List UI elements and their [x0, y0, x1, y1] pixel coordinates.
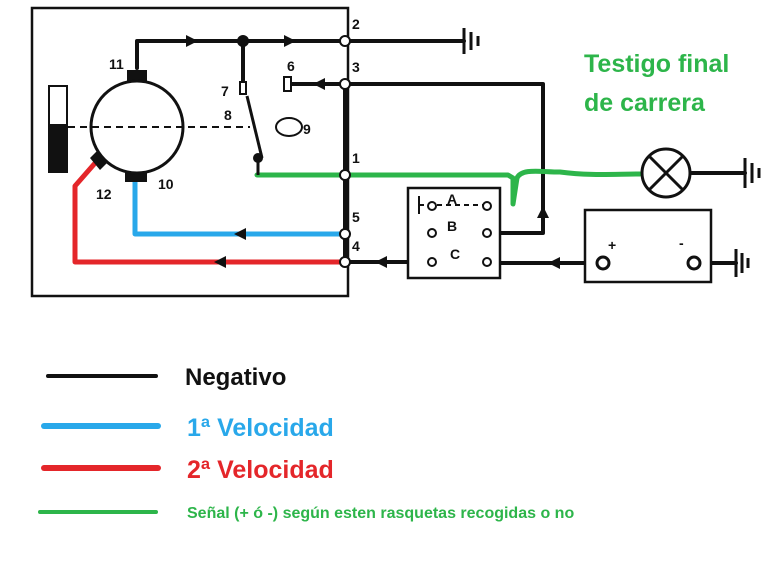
cam-9: [275, 117, 303, 137]
motor-terminal-12: [90, 148, 110, 170]
battery-box: [583, 208, 713, 284]
arrow-left-battery: [548, 257, 560, 269]
label-10: 10: [158, 176, 174, 192]
terminal-labels: 2 3 6 7 8 9 11 10 12 1 5 4: [96, 16, 360, 254]
label-8: 8: [224, 107, 232, 123]
arrow-left-blue: [234, 228, 246, 240]
node-2: [339, 35, 351, 47]
label-3: 3: [352, 59, 360, 75]
node-5: [339, 228, 351, 240]
battery-minus-label: -: [679, 235, 684, 251]
ground-icon-lamp: [743, 158, 761, 188]
motor: [68, 70, 250, 182]
legend-label-negative: Negativo: [185, 364, 286, 391]
gear-bar: [48, 85, 68, 173]
wire-3-to-switch-right: [343, 82, 545, 235]
label-9: 9: [303, 121, 311, 137]
legend-label-first-speed: 1ª Velocidad: [187, 414, 334, 442]
arrow-right-1: [186, 35, 198, 47]
battery-positive-terminal: [595, 255, 611, 271]
arrow-up-switch: [537, 206, 549, 218]
flow-arrows: [186, 35, 560, 269]
label-11: 11: [109, 56, 124, 72]
node-3: [339, 78, 351, 90]
legend: Negativo 1ª Velocidad 2ª Velocidad Señal…: [38, 364, 574, 522]
switch-label-b: B: [447, 218, 457, 234]
switch-position-labels: A B C: [447, 191, 460, 262]
arrow-left-red: [214, 256, 226, 268]
arrow-right-2: [284, 35, 296, 47]
arrow-left-3: [313, 78, 325, 90]
label-7: 7: [221, 83, 229, 99]
label-2: 2: [352, 16, 360, 32]
ground-icon-top: [462, 28, 480, 54]
battery-negative-terminal: [686, 255, 702, 271]
switch-label-c: C: [450, 246, 460, 262]
node-switch-top: [237, 35, 249, 47]
first-speed-wire: [132, 175, 348, 237]
label-6: 6: [287, 58, 295, 74]
switch-label-a: A: [447, 191, 457, 207]
signal-wire: [254, 168, 643, 207]
second-speed-wire: [72, 159, 348, 265]
node-1: [339, 169, 351, 181]
limit-switch: [239, 76, 303, 175]
wire-11-to-2: [135, 39, 347, 70]
annotation-line-2: de carrera: [584, 89, 706, 117]
contact-7: [239, 81, 247, 95]
legend-label-second-speed: 2ª Velocidad: [187, 456, 334, 484]
battery: [583, 208, 713, 284]
contact-6: [283, 76, 292, 92]
column-switch: [406, 186, 502, 280]
switch-lever: [245, 95, 264, 159]
motor-housing-frame: [30, 6, 350, 298]
indicator-lamp-icon: [640, 147, 692, 199]
label-5: 5: [352, 209, 360, 225]
label-12: 12: [96, 186, 112, 202]
label-1: 1: [352, 150, 360, 166]
battery-plus-label: +: [608, 237, 616, 253]
label-4: 4: [352, 238, 360, 254]
terminal-nodes: [237, 35, 351, 268]
ground-icon-battery: [734, 249, 750, 277]
node-4: [339, 256, 351, 268]
arrow-left-4: [375, 256, 387, 268]
annotation-line-1: Testigo final: [584, 50, 729, 78]
legend-label-signal: Señal (+ ó -) según esten rasquetas reco…: [187, 505, 574, 522]
